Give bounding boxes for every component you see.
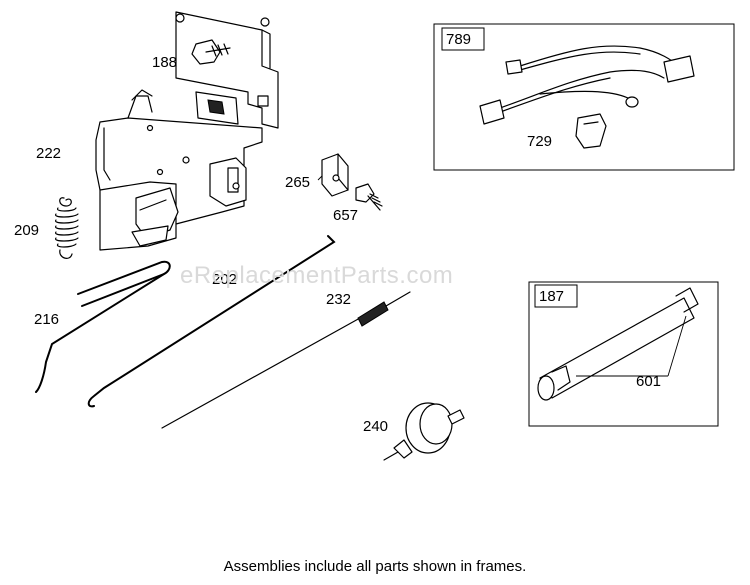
part-label-729: 729 [527,133,552,150]
frame-187 [528,281,719,427]
fuel-filter-240 [383,402,465,461]
frame-label-187: 187 [539,288,564,305]
clip-265 [321,153,349,197]
link-216 [35,260,171,393]
rod-202 [87,235,336,408]
frame-label-789: 789 [446,31,471,48]
part-label-216: 216 [34,311,59,328]
part-label-657: 657 [333,207,358,224]
part-label-202: 202 [212,271,237,288]
part-label-240: 240 [363,418,388,435]
watermark-text: eReplacementParts.com [180,262,454,289]
spring-209 [55,197,79,259]
part-label-209: 209 [14,222,39,239]
frame-789 [433,23,735,171]
part-label-232: 232 [326,291,351,308]
cable-232 [161,291,411,429]
part-label-601: 601 [636,373,661,390]
control-bracket [95,11,279,251]
screw-188 [191,39,231,65]
part-label-188: 188 [152,54,177,71]
screw-657 [355,183,383,211]
footnote-text: Assemblies include all parts shown in fr… [223,558,527,575]
leader-lines [317,175,687,377]
part-label-265: 265 [285,174,310,191]
part-label-222: 222 [36,145,61,162]
